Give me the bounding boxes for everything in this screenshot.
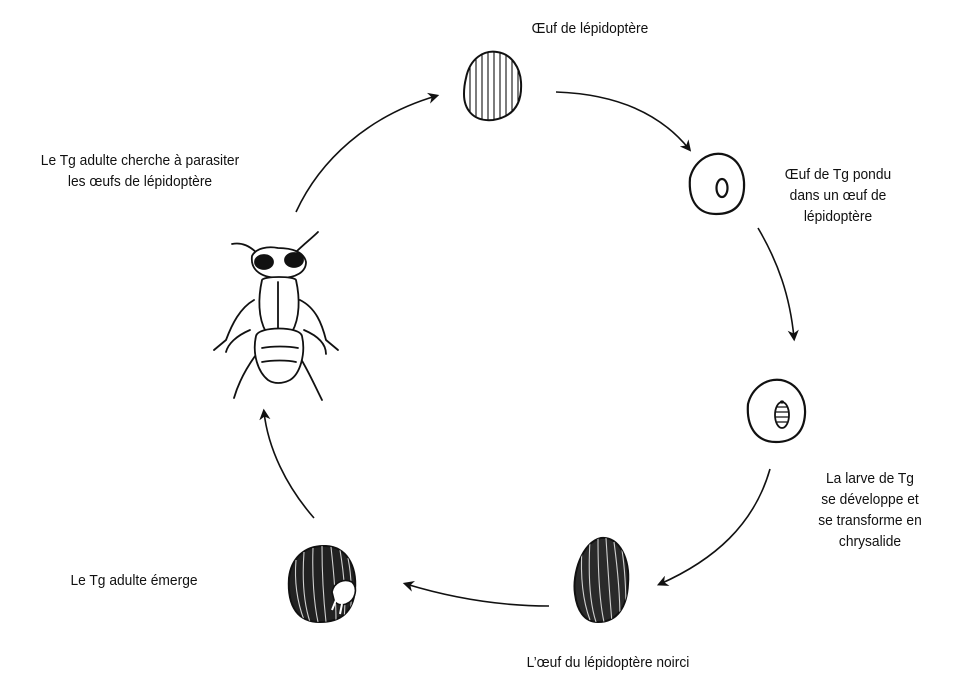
label-egg-blackened: L’œuf du lépidoptère noirci (498, 652, 719, 673)
label-larva-develops: La larve de Tg se développe et se transf… (796, 468, 943, 552)
arrow-emerge-to-adult (264, 412, 314, 518)
label-adult-parasitizes: Le Tg adulte cherche à parasiter les œuf… (13, 150, 267, 192)
label-egg-blackened-line-1: L’œuf du lépidoptère noirci (498, 652, 719, 673)
label-adult-emerges: Le Tg adulte émerge (51, 570, 217, 591)
label-tg-egg-laid-line-3: lépidoptère (764, 206, 911, 227)
arrow-larva-to-blackened (660, 469, 770, 584)
label-adult-parasitizes-line-1: Le Tg adulte cherche à parasiter (13, 150, 267, 171)
tg-egg-in-host-icon (690, 154, 744, 214)
label-larva-develops-line-3: se transforme en (796, 510, 943, 531)
label-tg-egg-laid-line-1: Œuf de Tg pondu (764, 164, 911, 185)
arrow-adult-to-egg (296, 96, 436, 212)
label-larva-develops-line-4: chrysalide (796, 531, 943, 552)
lepidoptera-egg-icon (464, 50, 521, 122)
label-egg: Œuf de lépidoptère (507, 18, 673, 39)
label-tg-egg-laid: Œuf de Tg pondu dans un œuf de lépidoptè… (764, 164, 911, 227)
arrow-blackened-to-emerge (406, 584, 549, 606)
label-adult-parasitizes-line-2: les œufs de lépidoptère (13, 171, 267, 192)
blackened-egg-icon (574, 538, 628, 622)
adult-wasp-icon (214, 232, 338, 400)
label-adult-emerges-line-1: Le Tg adulte émerge (51, 570, 217, 591)
emerging-adult-egg-icon (289, 546, 356, 622)
arrow-tg-egg-to-larva (758, 228, 794, 338)
larva-in-host-icon (748, 380, 805, 442)
label-larva-develops-line-2: se développe et (796, 489, 943, 510)
arrow-egg-to-tg-egg (556, 92, 689, 149)
label-larva-develops-line-1: La larve de Tg (796, 468, 943, 489)
label-egg-line-1: Œuf de lépidoptère (507, 18, 673, 39)
label-tg-egg-laid-line-2: dans un œuf de (764, 185, 911, 206)
